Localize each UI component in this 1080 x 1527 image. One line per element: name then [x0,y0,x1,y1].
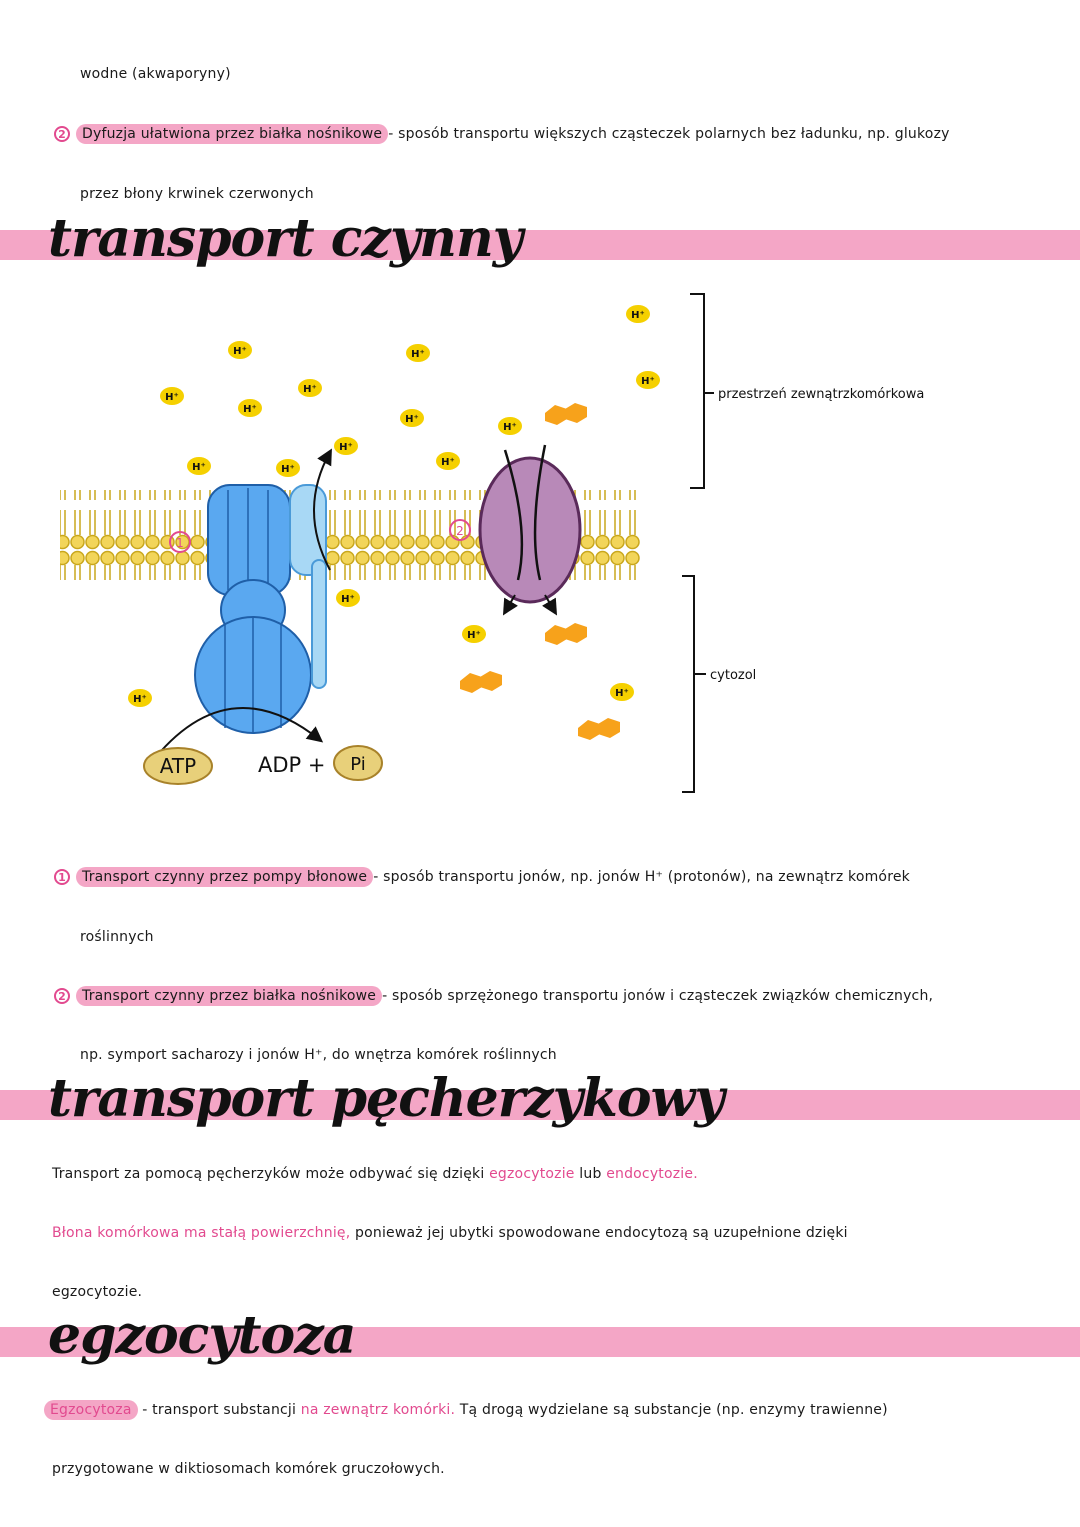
proton-ion: H⁺ [436,452,460,470]
section-heading-active: transport czynny [48,208,523,269]
proton-ion-label: H⁺ [405,414,419,425]
proton-ion: H⁺ [400,409,424,427]
proton-ion: H⁺ [187,457,211,475]
proton-ion-label: H⁺ [165,392,179,403]
proton-ion: H⁺ [498,417,522,435]
proton-ion: H⁺ [610,683,634,701]
proton-ion-label: H⁺ [441,457,455,468]
proton-ion: H⁺ [128,689,152,707]
highlight-term: Transport czynny przez białka nośnikowe [76,986,383,1006]
svg-text:ATP: ATP [160,754,196,778]
proton-pump [154,448,332,759]
intro-point-2-cont: przez błony krwinek czerwonych [80,186,314,202]
carrier-protein [478,444,582,616]
proton-ion: H⁺ [406,344,430,362]
svg-text:2: 2 [456,524,464,538]
phosphate: Pi [333,745,383,781]
proton-ion: H⁺ [238,399,262,417]
proton-ion-label: H⁺ [503,422,517,433]
highlight-term: Egzocytoza [44,1400,138,1420]
proton-ion-label: H⁺ [641,376,655,387]
section-heading-vesicular: transport pęcherzykowy [48,1068,725,1129]
proton-ion-label: H⁺ [303,384,317,395]
bracket-cytosol [682,575,695,793]
proton-ion-label: H⁺ [341,594,355,605]
proton-ion: H⁺ [298,379,322,397]
proton-ion-label: H⁺ [411,349,425,360]
definition-text: - sposób sprzężonego transportu jonów i … [382,988,934,1004]
text: lub [579,1166,602,1182]
proton-ion: H⁺ [462,625,486,643]
proton-ion-label: H⁺ [192,462,206,473]
section-heading-exocytosis: egzocytoza [48,1305,356,1366]
proton-ion-label: H⁺ [615,688,629,699]
highlight-phrase: na zewnątrz komórki. [300,1402,456,1418]
proton-ion-label: H⁺ [233,346,247,357]
active-transport-diagram: 1 2 H⁺ H⁺ H⁺ H⁺ H⁺ H⁺ H⁺ H⁺ H⁺ H⁺ H⁺ H⁺ H⁺ H⁺ H⁺ H⁺ H⁺ A… [60,293,924,793]
active-point-1-cont: roślinnych [80,929,154,945]
definition-text: - sposób transportu większych cząsteczek… [388,126,950,142]
exo-line-2: przygotowane w diktiosomach komórek gruc… [52,1461,445,1477]
atp-molecule: ATP [143,747,213,785]
number-badge-2: 2 [54,988,70,1004]
number-badge-1: 1 [54,869,70,885]
highlight-term: Transport czynny przez pompy błonowe [76,867,374,887]
term-exocytosis: egzocytozie [489,1166,575,1182]
vesicular-line-1: Transport za pomocą pęcherzyków może odb… [52,1166,698,1182]
text: Tą drogą wydzielane są substancje (np. e… [459,1402,888,1418]
proton-ion-label: H⁺ [281,464,295,475]
proton-ion-label: H⁺ [339,442,353,453]
intro-point-2: 2 Dyfuzja ułatwiona przez białka nośnikow… [54,124,950,144]
adp-label: ADP + [258,753,325,777]
bracket-extracellular [690,293,705,489]
proton-ion-label: H⁺ [467,630,481,641]
vesicular-line-2: Błona komórkowa ma stałą powierzchnię, p… [52,1225,848,1241]
text: Transport za pomocą pęcherzyków może odb… [52,1166,485,1182]
proton-ion: H⁺ [276,459,300,477]
vesicular-line-3: egzocytozie. [52,1284,143,1300]
section-band [0,1090,1080,1120]
sucrose-molecules [460,403,620,740]
proton-ion: H⁺ [228,341,252,359]
section-band [0,230,1080,260]
active-point-2: 2 Transport czynny przez białka nośnikowe… [54,986,934,1006]
label-extracellular: przestrzeń zewnątrzkomórkowa [718,387,924,402]
highlight-term: Dyfuzja ułatwiona przez białka nośnikowe [76,124,389,144]
highlight-statement: Błona komórkowa ma stałą powierzchnię, [52,1225,351,1241]
marker-2: 2 [449,519,471,541]
text: - transport substancji [142,1402,297,1418]
proton-ion: H⁺ [336,589,360,607]
term-endocytosis: endocytozie. [606,1166,698,1182]
svg-text:1: 1 [176,536,184,550]
intro-line-1: wodne (akwaporyny) [80,66,231,82]
number-badge-2: 2 [54,126,70,142]
proton-ions: H⁺ H⁺ H⁺ H⁺ H⁺ H⁺ H⁺ H⁺ H⁺ H⁺ H⁺ H⁺ H⁺ H⁺ H⁺ H⁺ H⁺ [128,305,660,707]
proton-ion-label: H⁺ [631,310,645,321]
proton-ion-label: H⁺ [133,694,147,705]
svg-text:Pi: Pi [350,754,365,775]
proton-ion-label: H⁺ [243,404,257,415]
definition-text: - sposób transportu jonów, np. jonów H⁺ … [373,869,910,885]
proton-ion: H⁺ [626,305,650,323]
active-point-1: 1 Transport czynny przez pompy błonowe- s… [54,867,910,887]
text: ponieważ jej ubytki spowodowane endocyto… [355,1225,848,1241]
active-point-2-cont: np. symport sacharozy i jonów H⁺, do wnę… [80,1047,557,1063]
label-cytosol: cytozol [710,668,756,683]
section-band [0,1327,1080,1357]
marker-1: 1 [169,531,191,553]
proton-ion: H⁺ [636,371,660,389]
exo-line-1: Egzocytoza - transport substancji na zew… [44,1400,888,1420]
proton-ion: H⁺ [334,437,358,455]
proton-ion: H⁺ [160,387,184,405]
